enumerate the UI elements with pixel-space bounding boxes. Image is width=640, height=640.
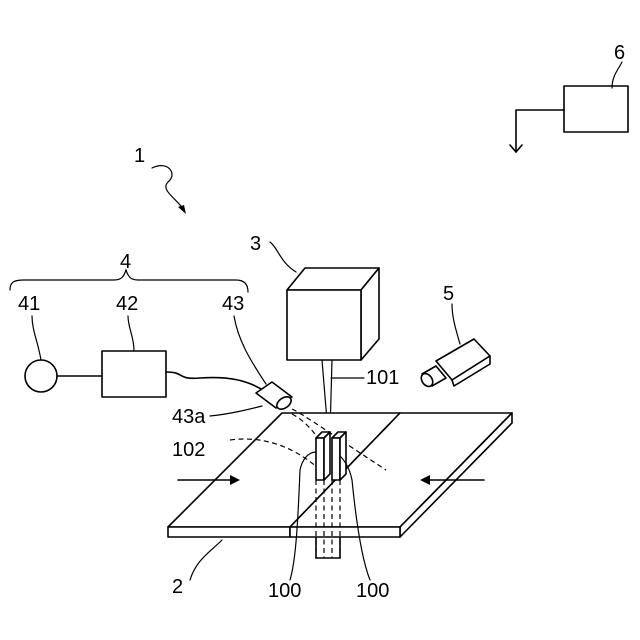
label-100-right: 100 [356, 580, 389, 602]
camera-5: 5 [419, 283, 490, 389]
label-2: 2 [172, 576, 183, 598]
nozzle-43 [256, 382, 293, 412]
laser-head-3: 3 [250, 233, 379, 360]
label-41: 41 [18, 293, 40, 315]
label-100-left: 100 [268, 580, 301, 602]
label-43: 43 [222, 293, 244, 315]
label-101: 101 [366, 367, 399, 389]
system-1: 1 [134, 145, 186, 214]
label-1: 1 [134, 145, 145, 167]
controller-6: 6 [510, 42, 628, 152]
gas-source-41 [25, 360, 57, 392]
label-3: 3 [250, 233, 261, 255]
workpiece-2 [168, 409, 512, 558]
label-6: 6 [614, 42, 625, 64]
label-5: 5 [443, 283, 454, 305]
label-43a: 43a [172, 406, 206, 428]
label-42: 42 [116, 293, 138, 315]
regulator-42 [102, 351, 166, 397]
gas-supply-unit-4: 4 41 42 43 43a [10, 251, 293, 428]
label-102: 102 [172, 439, 205, 461]
